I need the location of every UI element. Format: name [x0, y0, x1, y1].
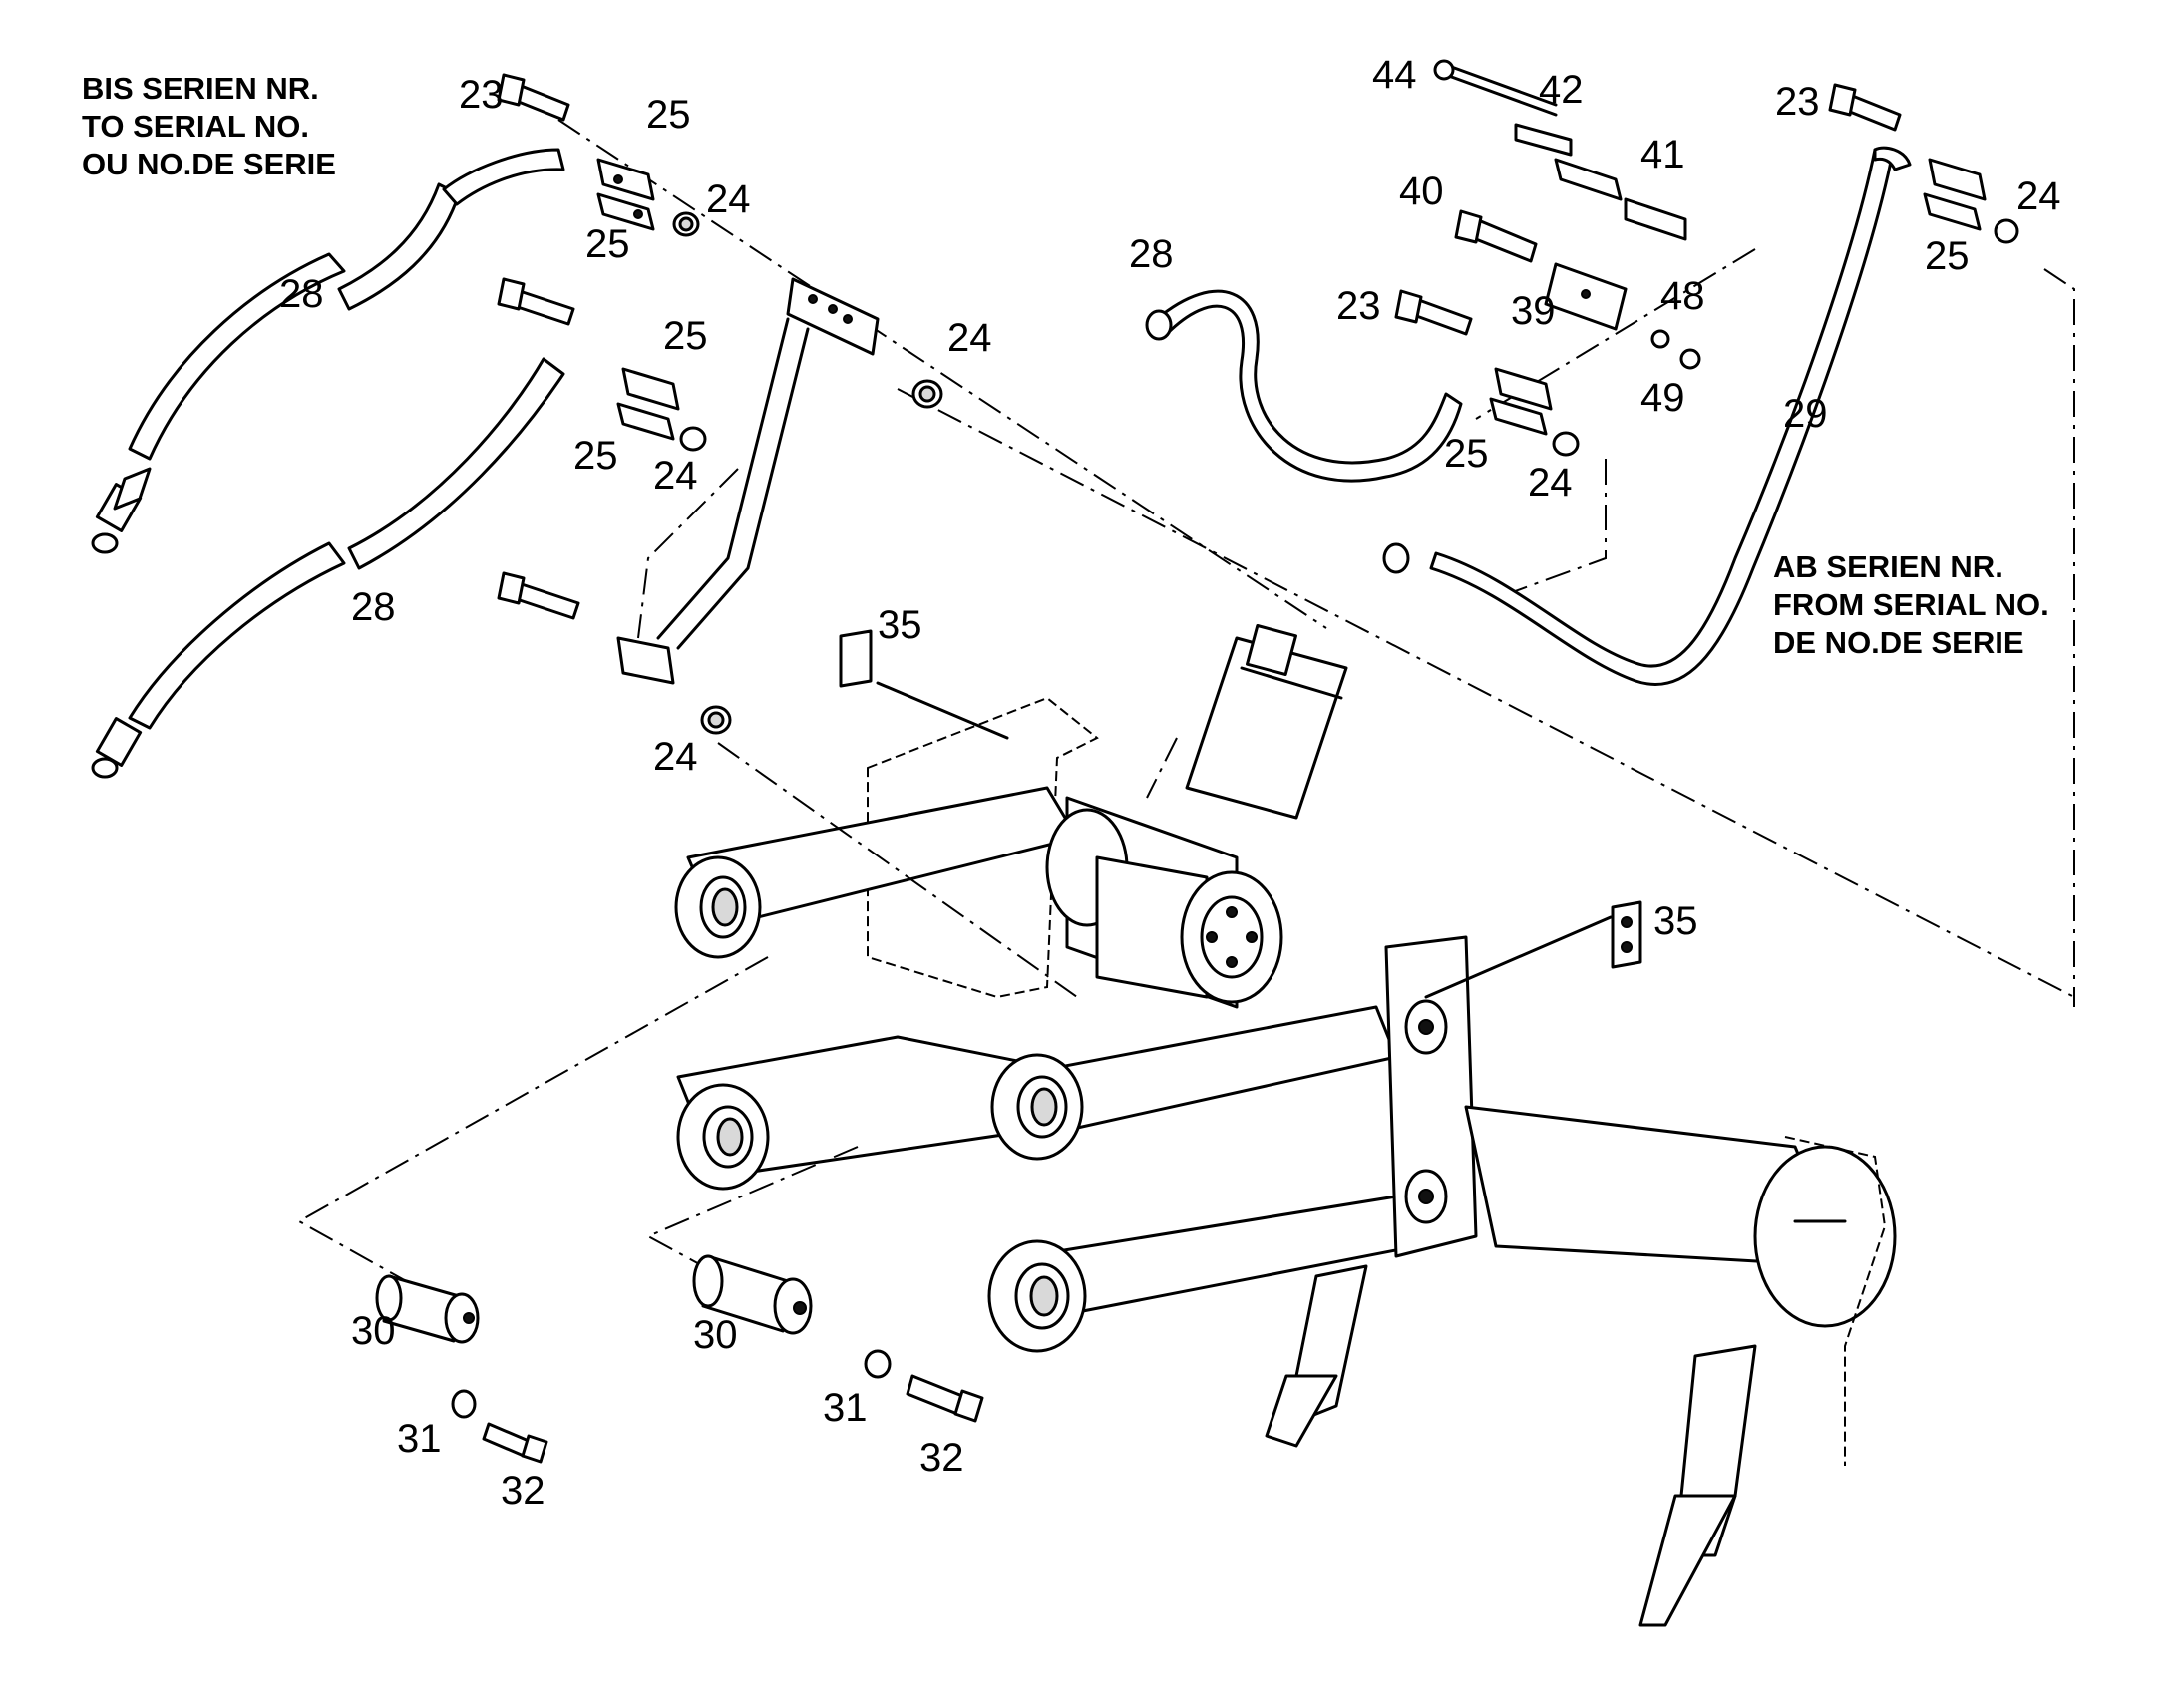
callout-30: 30 — [351, 1309, 396, 1353]
callout-29: 29 — [1783, 392, 1828, 436]
o-ring-24-right-middle — [1552, 431, 1580, 457]
bracket-39 — [1544, 262, 1628, 331]
callout-labels: 23 25 24 25 28 25 24 25 24 28 35 24 44 4… — [279, 53, 2061, 1513]
note-line: FROM SERIAL NO. — [1773, 587, 2049, 622]
serial-note-until: BIS SERIEN NR. TO SERIAL NO. OU NO.DE SE… — [82, 70, 336, 183]
callout-23: 23 — [459, 73, 504, 117]
note-line: OU NO.DE SERIE — [82, 147, 336, 181]
callout-24: 24 — [706, 177, 751, 221]
manifold-block — [786, 277, 880, 356]
pin-30-right — [692, 1254, 813, 1335]
decal-35-upper — [839, 629, 873, 688]
callout-30: 30 — [693, 1313, 738, 1357]
callout-24: 24 — [2016, 174, 2061, 218]
callout-41: 41 — [1640, 133, 1685, 176]
note-line: DE NO.DE SERIE — [1773, 625, 2024, 660]
bolt-23-right-middle — [1394, 289, 1473, 336]
callout-25: 25 — [1925, 234, 1970, 278]
washer-48 — [1650, 329, 1670, 349]
bracket-41 — [1554, 158, 1687, 241]
flange-25-right-top — [1923, 158, 1987, 231]
hose-assembly-upper-left — [91, 148, 565, 554]
callout-24: 24 — [653, 735, 698, 779]
callout-25: 25 — [585, 222, 630, 266]
decal-35-lower — [1611, 900, 1642, 969]
callout-24: 24 — [653, 454, 698, 498]
o-ring-24-right-top — [1994, 218, 2019, 244]
hose-29-right — [1382, 146, 1912, 687]
callout-32: 32 — [919, 1436, 964, 1480]
bolt-40 — [1454, 209, 1538, 263]
note-line: AB SERIEN NR. — [1773, 549, 2003, 584]
bolt-23-upper-left — [497, 73, 570, 122]
note-line: TO SERIAL NO. — [82, 109, 309, 144]
callout-25: 25 — [1444, 432, 1489, 476]
washer-31-right — [864, 1349, 892, 1379]
flange-25-right-middle — [1489, 367, 1553, 436]
callout-32: 32 — [501, 1469, 545, 1513]
ripper-frame — [674, 624, 1897, 1627]
pipe-lower-fitting — [497, 317, 810, 685]
callout-39: 39 — [1511, 289, 1556, 333]
callout-48: 48 — [1660, 274, 1705, 318]
hose-assembly-lower-left — [91, 357, 565, 779]
pin-30-left — [375, 1274, 480, 1344]
callout-23: 23 — [1775, 80, 1820, 124]
callout-42: 42 — [1539, 68, 1584, 112]
callout-44: 44 — [1372, 53, 1417, 97]
bolt-32-right — [906, 1374, 984, 1423]
flange-25-upper-left — [596, 158, 655, 231]
bracket-42 — [1514, 123, 1573, 157]
callout-49: 49 — [1640, 376, 1685, 420]
callout-24: 24 — [947, 316, 992, 360]
callout-28: 28 — [351, 585, 396, 629]
note-line: BIS SERIEN NR. — [82, 71, 319, 106]
hose-28-right — [1145, 289, 1463, 483]
bolt-lower-left — [497, 277, 575, 326]
bolt-23-right-top — [1828, 83, 1902, 132]
flange-25-lower-left — [616, 367, 680, 441]
washer-31-left — [451, 1389, 477, 1419]
bolt-32-left — [482, 1422, 548, 1464]
o-ring-24-lower-left — [679, 426, 707, 452]
callout-25: 25 — [646, 93, 691, 137]
callout-25: 25 — [573, 434, 618, 478]
callout-31: 31 — [823, 1386, 868, 1430]
callout-35: 35 — [1653, 899, 1698, 943]
callout-28: 28 — [279, 272, 324, 316]
callout-31: 31 — [397, 1417, 442, 1461]
nut-49 — [1679, 348, 1701, 370]
serial-note-from: AB SERIEN NR. FROM SERIAL NO. DE NO.DE S… — [1773, 548, 2049, 662]
bolt-44 — [1433, 59, 1558, 117]
callout-23: 23 — [1336, 284, 1381, 328]
callout-24: 24 — [1528, 461, 1573, 505]
callout-25: 25 — [663, 314, 708, 358]
callout-40: 40 — [1399, 170, 1444, 213]
callout-35: 35 — [878, 603, 922, 647]
callout-28: 28 — [1129, 232, 1174, 276]
